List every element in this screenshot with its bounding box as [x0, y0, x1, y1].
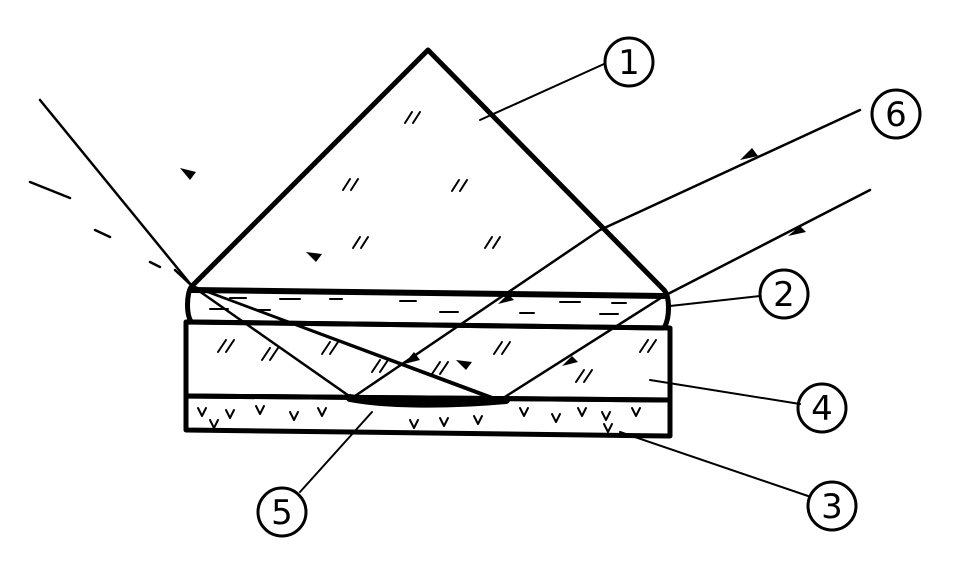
callout-circle: [256, 486, 308, 538]
ray-dash-segment: [148, 260, 162, 269]
ray-dash-segment: [28, 180, 72, 200]
callout-circle: [796, 382, 848, 434]
prism-glass-hatching: [342, 111, 501, 249]
callout-label: 5: [271, 493, 293, 533]
callout-label: 3: [821, 487, 843, 527]
callout-4: 4: [796, 382, 848, 434]
leader-lines: [299, 63, 809, 497]
callout-3: 3: [806, 480, 858, 532]
callout-5: 5: [256, 486, 308, 538]
callout-label: 6: [885, 95, 907, 135]
callout-label: 1: [618, 43, 640, 83]
light-rays: [28, 98, 872, 402]
ray-second-path: [173, 188, 872, 402]
callout-label: 4: [811, 389, 833, 429]
bottom-layer-texture: [197, 405, 641, 433]
glass-plate-hatching: [217, 339, 657, 383]
callout-circle: [870, 88, 922, 140]
prism: [189, 47, 667, 293]
callout-1: 1: [603, 36, 655, 88]
callout-circle: [806, 480, 858, 532]
callout-label: 2: [773, 275, 795, 315]
liquid-dashes: [209, 297, 627, 315]
ray-central: [190, 284, 492, 400]
ray-left-path: [38, 98, 862, 400]
prism-base-line: [189, 287, 667, 299]
callout-2: 2: [758, 268, 810, 320]
callout-circle: [758, 268, 810, 320]
callout-circle: [603, 36, 655, 88]
ray-dash-segment: [93, 228, 112, 239]
callout-6: 6: [870, 88, 922, 140]
contact-region: [346, 394, 510, 408]
prism-outline: [189, 47, 667, 293]
ray-arrowheads: [180, 148, 806, 370]
